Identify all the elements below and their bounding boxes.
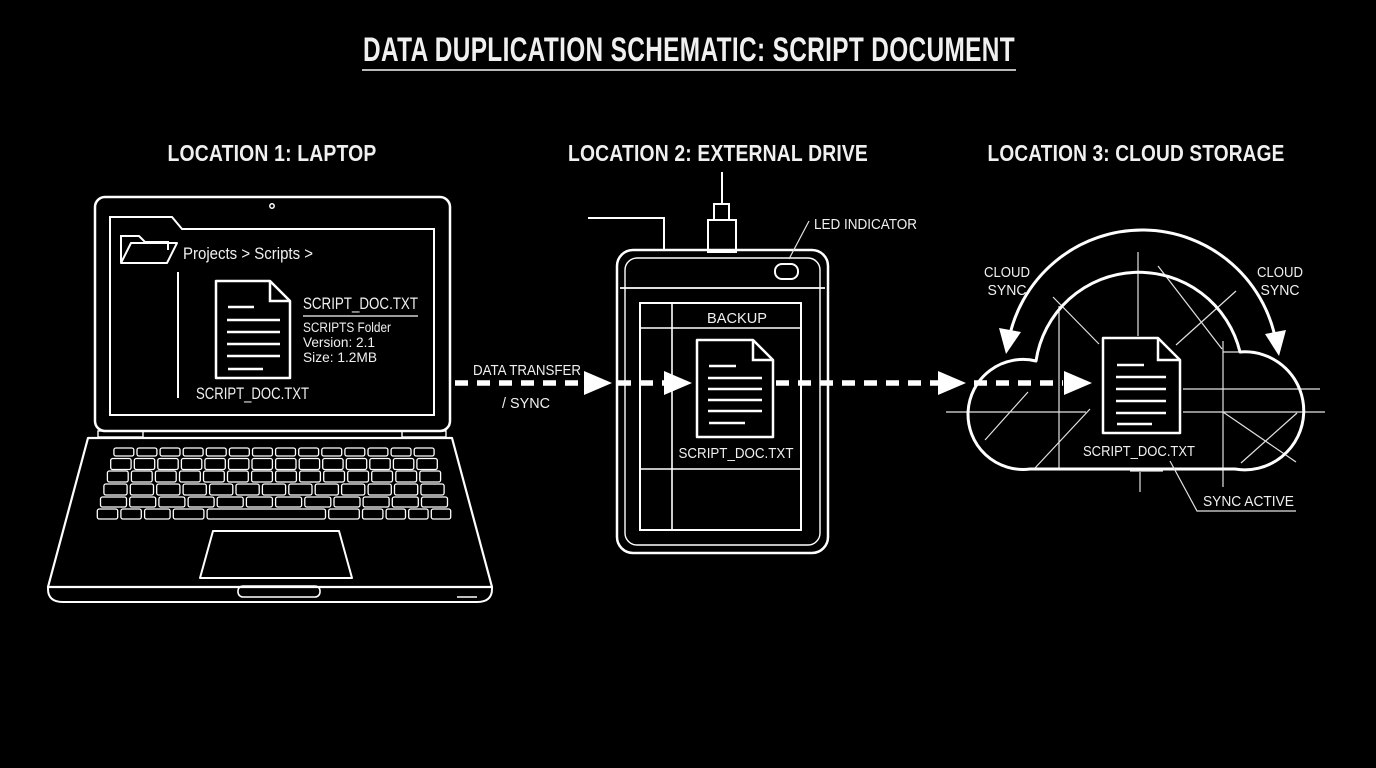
breadcrumb: Projects > Scripts >: [183, 244, 313, 263]
document-icon-laptop: [214, 279, 292, 380]
laptop-screen: Projects > Scripts > SCRIPT_DOC.TXT SCRI…: [93, 195, 452, 433]
transfer-arrowhead-2: [664, 371, 692, 395]
cloud-icon: [966, 270, 1306, 472]
file-info-folder: SCRIPTS Folder: [303, 320, 391, 335]
drive-body: [615, 248, 830, 555]
drive-body-inner: [624, 257, 821, 546]
transfer-arrowhead-1: [584, 371, 612, 395]
cloud-sync-left-label-1: CLOUD: [984, 264, 1030, 281]
file-window: [109, 216, 435, 416]
external-drive-illustration: LED INDICATOR BACKUP SCRIPT_DOC.TXT: [588, 172, 917, 555]
heading-location-1: LOCATION 1: LAPTOP: [168, 140, 377, 166]
laptop-illustration: Projects > Scripts > SCRIPT_DOC.TXT SCRI…: [46, 195, 494, 603]
file-info-name: SCRIPT_DOC.TXT: [303, 294, 418, 313]
transfer-label-line1: DATA TRANSFER: [473, 362, 581, 379]
led-leader-line: [788, 220, 810, 260]
led-indicator: [774, 263, 799, 280]
file-info: SCRIPT_DOC.TXT SCRIPTS Folder Version: 2…: [303, 294, 418, 365]
laptop-file-label: SCRIPT_DOC.TXT: [196, 384, 309, 403]
heading-location-3: LOCATION 3: CLOUD STORAGE: [988, 140, 1285, 166]
cable-bracket: [588, 217, 665, 249]
sync-arrowhead-left: [999, 328, 1021, 354]
cloud-sync-right-label-2: SYNC: [1261, 282, 1300, 299]
trackpad: [199, 530, 353, 579]
sync-active-label: SYNC ACTIVE: [1203, 493, 1294, 510]
folder-icon: [120, 235, 178, 264]
cloud-file-label: SCRIPT_DOC.TXT: [1083, 443, 1195, 460]
data-transfer-arrow: DATA TRANSFER / SYNC: [455, 362, 1092, 412]
sync-active-leader: [1169, 460, 1296, 512]
webcam-icon: [269, 203, 275, 209]
usb-connector-icon: [707, 172, 737, 253]
heading-location-2: LOCATION 2: EXTERNAL DRIVE: [568, 140, 868, 166]
backup-label: BACKUP: [707, 310, 767, 327]
file-info-version: Version: 2.1: [303, 335, 375, 350]
transfer-arrowhead-4: [1064, 371, 1092, 395]
transfer-arrowhead-3: [938, 371, 966, 395]
cloud-sync-left-label-2: SYNC: [988, 282, 1027, 299]
document-icon-drive: [695, 338, 775, 439]
cloud-illustration: CLOUD SYNC CLOUD SYNC SCRIPT_DOC.TXT SYN…: [946, 228, 1325, 512]
drive-file-label: SCRIPT_DOC.TXT: [679, 445, 794, 462]
transfer-label-line2: / SYNC: [502, 395, 550, 412]
sync-arrowhead-right: [1265, 330, 1286, 356]
laptop-keyboard: [96, 447, 452, 520]
thumb-scoop: [237, 585, 321, 598]
cloud-sync-arrows: [999, 228, 1286, 356]
laptop-base: [46, 430, 494, 603]
file-info-size: Size: 1.2MB: [303, 350, 377, 365]
drive-label-panel: BACKUP: [639, 302, 802, 531]
page-title: DATA DUPLICATION SCHEMATIC: SCRIPT DOCUM…: [363, 31, 1015, 69]
led-indicator-label: LED INDICATOR: [814, 216, 917, 233]
document-icon-cloud: [1101, 336, 1182, 435]
cloud-sync-right-label-1: CLOUD: [1257, 264, 1303, 281]
